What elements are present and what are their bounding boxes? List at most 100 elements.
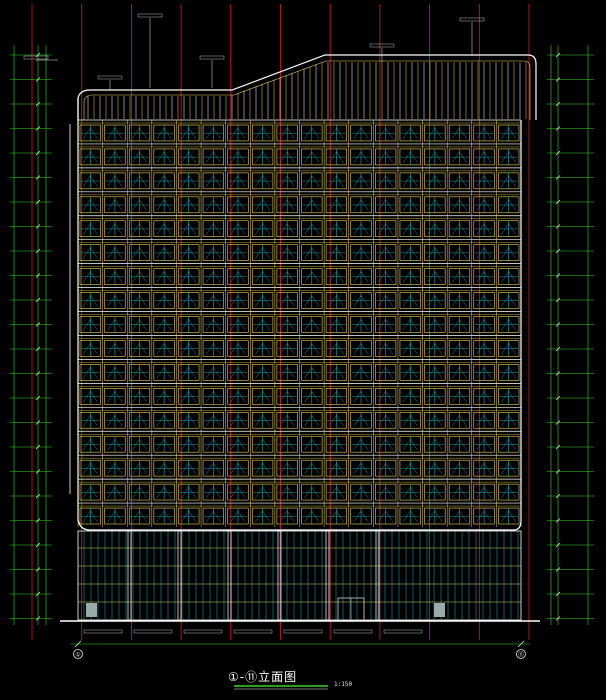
casement-mark <box>304 127 320 140</box>
casement-mark <box>304 247 320 259</box>
leader-tag <box>459 17 485 22</box>
casement-mark <box>132 486 147 499</box>
dimension-slash <box>555 420 561 425</box>
dimension-slash <box>35 444 41 450</box>
casement-mark <box>452 414 467 427</box>
casement-mark <box>279 414 295 427</box>
casement-mark <box>181 486 197 499</box>
casement-mark <box>181 271 197 283</box>
dimension-slash <box>555 371 561 376</box>
casement-mark <box>378 223 394 235</box>
casement-mark <box>328 151 344 163</box>
casement-mark <box>328 486 344 499</box>
casement-mark <box>82 414 98 427</box>
casement-mark <box>501 414 517 427</box>
leader-tag <box>199 55 225 60</box>
casement-mark <box>304 486 320 499</box>
dimension-slash <box>555 199 561 205</box>
casement-mark <box>402 319 418 331</box>
casement-mark <box>353 271 369 283</box>
casement-mark <box>156 175 172 187</box>
dimension-slash <box>555 52 561 58</box>
axis-label-right: ⑪ <box>518 651 524 659</box>
casement-mark <box>82 438 98 451</box>
casement-mark <box>304 367 320 379</box>
casement-mark <box>255 343 271 355</box>
casement-mark <box>107 510 123 523</box>
casement-mark <box>353 223 369 235</box>
casement-mark <box>107 199 123 211</box>
drawing-scale: 1:150 <box>334 681 353 688</box>
casement-mark <box>353 247 369 259</box>
dimension-slash <box>555 126 561 131</box>
casement-mark <box>501 295 517 307</box>
casement-mark <box>255 391 271 403</box>
title-underline <box>234 685 328 690</box>
casement-mark <box>378 295 394 307</box>
casement-mark <box>304 438 320 451</box>
casement-mark <box>452 247 467 259</box>
casement-mark <box>279 462 295 475</box>
dimension-slash <box>555 469 561 474</box>
podium-note-tag <box>383 629 423 634</box>
casement-mark <box>107 151 123 163</box>
casement-mark <box>402 391 418 403</box>
casement-mark <box>156 367 172 379</box>
casement-mark <box>452 175 467 187</box>
casement-mark <box>452 319 467 331</box>
dimension-slash <box>35 199 41 205</box>
dimension-slash <box>35 273 41 278</box>
casement-mark <box>156 295 172 307</box>
casement-mark <box>181 414 197 427</box>
casement-mark <box>82 343 98 355</box>
casement-mark <box>181 151 197 163</box>
casement-mark <box>230 486 246 499</box>
casement-mark <box>402 414 418 427</box>
casement-mark <box>452 151 467 163</box>
casement-mark <box>353 127 369 140</box>
casement-mark <box>230 151 246 163</box>
casement-mark <box>378 438 394 451</box>
casement-mark <box>501 486 517 499</box>
casement-mark <box>353 510 369 523</box>
casement-mark <box>205 127 221 140</box>
casement-mark <box>304 223 320 235</box>
casement-mark <box>452 271 467 283</box>
tower-facade-grid <box>77 119 522 527</box>
casement-mark <box>427 462 443 475</box>
casement-mark <box>304 199 320 211</box>
casement-mark <box>501 151 517 163</box>
casement-mark <box>156 414 172 427</box>
casement-mark <box>255 127 271 140</box>
casement-mark <box>132 271 147 283</box>
casement-mark <box>132 343 147 355</box>
casement-mark <box>378 127 394 140</box>
casement-mark <box>452 127 467 140</box>
dimension-slash <box>555 542 561 548</box>
tower-outline <box>77 98 522 531</box>
casement-mark <box>156 438 172 451</box>
casement-mark <box>181 462 197 475</box>
casement-mark <box>402 438 418 451</box>
casement-mark <box>181 367 197 379</box>
casement-mark <box>230 391 246 403</box>
casement-mark <box>501 319 517 331</box>
base-block-left <box>86 603 97 617</box>
casement-mark <box>501 438 517 451</box>
casement-mark <box>378 271 394 283</box>
casement-mark <box>156 247 172 259</box>
casement-mark <box>82 199 98 211</box>
axis-bubble-left <box>73 649 83 659</box>
casement-mark <box>378 391 394 403</box>
casement-mark <box>107 319 123 331</box>
casement-mark <box>501 343 517 355</box>
casement-mark <box>132 175 147 187</box>
casement-mark <box>205 199 221 211</box>
casement-mark <box>156 486 172 499</box>
casement-mark <box>230 343 246 355</box>
casement-mark <box>255 271 271 283</box>
overall-dimension-slash <box>74 640 82 648</box>
dimension-slash <box>35 567 41 572</box>
casement-mark <box>328 319 344 331</box>
casement-mark <box>181 319 197 331</box>
